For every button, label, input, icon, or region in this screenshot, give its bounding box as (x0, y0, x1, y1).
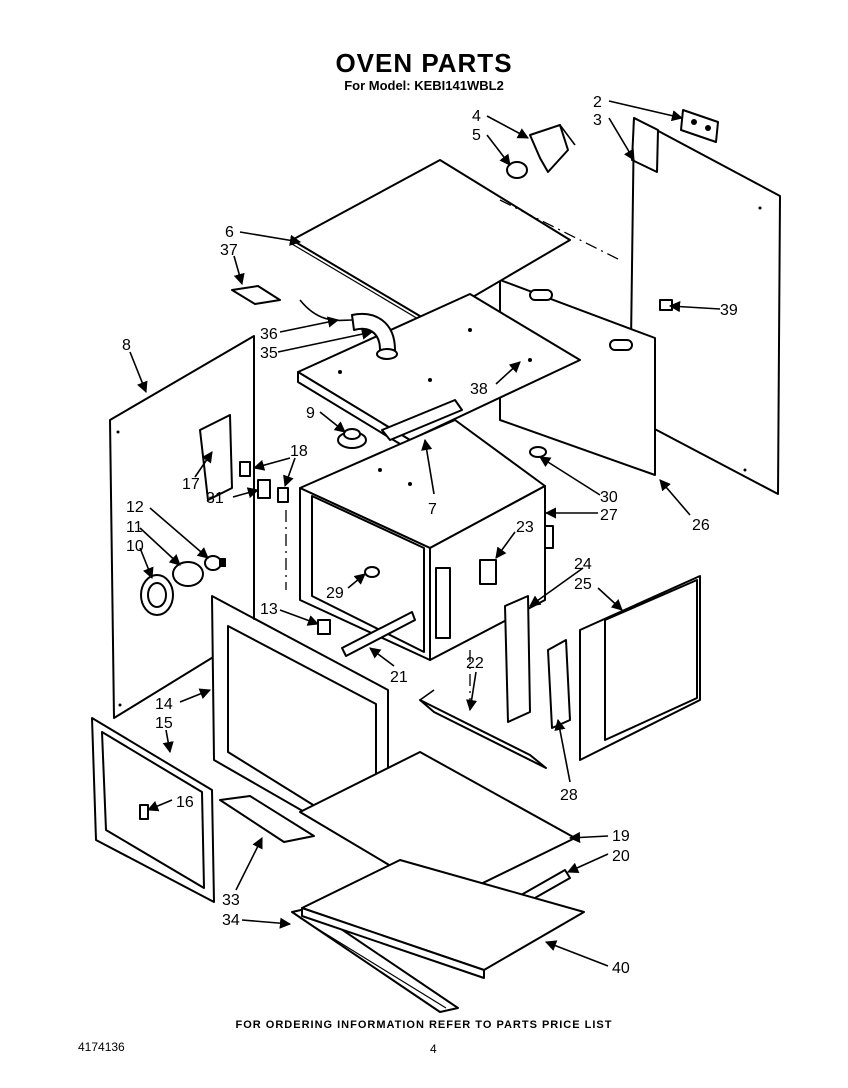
callout-20: 20 (612, 848, 630, 865)
callout-7: 7 (428, 501, 437, 518)
callout-34: 34 (222, 912, 240, 929)
part-33-vent (219, 795, 315, 843)
model-subtitle: For Model: KEBI141WBL2 (344, 78, 504, 93)
callout-labels: 2 3 4 5 6 37 36 35 38 39 8 9 7 17 18 31 … (122, 94, 738, 977)
callout-11: 11 (126, 519, 143, 536)
part-24-bracket (504, 595, 531, 723)
callout-14: 14 (155, 696, 173, 713)
part-40-tray (301, 859, 585, 979)
callout-5: 5 (472, 127, 481, 144)
part-23-bracket (479, 559, 497, 585)
callout-37: 37 (220, 242, 238, 259)
part-4-bracket (529, 124, 576, 173)
part-18-clips (239, 461, 289, 503)
part-25-panel (579, 575, 701, 761)
callout-16: 16 (176, 794, 194, 811)
callout-28: 28 (560, 787, 578, 804)
part-21-rod (341, 611, 416, 657)
part-3-rear-panel (629, 117, 781, 495)
callout-24: 24 (574, 556, 592, 573)
page-title: OVEN PARTS (335, 48, 513, 78)
callout-27: 27 (600, 507, 618, 524)
document-number: 4174136 (78, 1040, 125, 1054)
part-17-bracket (199, 414, 233, 501)
callout-33: 33 (222, 892, 240, 909)
callout-22: 22 (466, 655, 484, 672)
callout-36: 36 (260, 326, 278, 343)
callout-9: 9 (306, 405, 315, 422)
part-12-bulb (204, 555, 226, 571)
callout-8: 8 (122, 337, 131, 354)
callout-12: 12 (126, 499, 144, 516)
callout-38: 38 (470, 381, 488, 398)
callout-39: 39 (720, 302, 738, 319)
part-38-plate (297, 293, 581, 451)
part-9-vent (337, 428, 367, 449)
callout-6: 6 (225, 224, 234, 241)
part-2-bracket (680, 109, 719, 143)
part-5-knob (506, 161, 528, 179)
callout-3: 3 (593, 112, 602, 129)
callout-15: 15 (155, 715, 173, 732)
callout-31: 31 (206, 490, 224, 507)
part-30-plug (529, 446, 547, 458)
page-number: 4 (430, 1042, 437, 1056)
callout-21: 21 (390, 669, 408, 686)
callout-35: 35 (260, 345, 278, 362)
part-16-clip (139, 804, 149, 820)
callout-30: 30 (600, 489, 618, 506)
part-26-side-panel (499, 279, 656, 476)
callout-18: 18 (290, 443, 308, 460)
callout-17: 17 (182, 476, 200, 493)
callout-23: 23 (516, 519, 534, 536)
callout-2: 2 (593, 94, 602, 111)
ordering-footer-note: FOR ORDERING INFORMATION REFER TO PARTS … (235, 1019, 613, 1031)
part-39-clip (659, 299, 673, 311)
callout-13: 13 (260, 601, 278, 618)
part-31-switch (257, 479, 271, 499)
callout-26: 26 (692, 517, 710, 534)
callout-19: 19 (612, 828, 630, 845)
callout-4: 4 (472, 108, 481, 125)
leader-lines (129, 100, 721, 967)
part-22-rail (419, 689, 547, 769)
part-15-gasket (91, 717, 215, 903)
part-28-hinge (547, 639, 571, 729)
part-11-light-lens (172, 561, 204, 587)
callout-29: 29 (326, 585, 344, 602)
part-13-clip (317, 619, 331, 635)
callout-25: 25 (574, 576, 592, 593)
callout-10: 10 (126, 538, 144, 555)
part-37-bracket (231, 285, 281, 305)
part-10-light-ring (140, 574, 174, 616)
callout-40: 40 (612, 960, 630, 977)
